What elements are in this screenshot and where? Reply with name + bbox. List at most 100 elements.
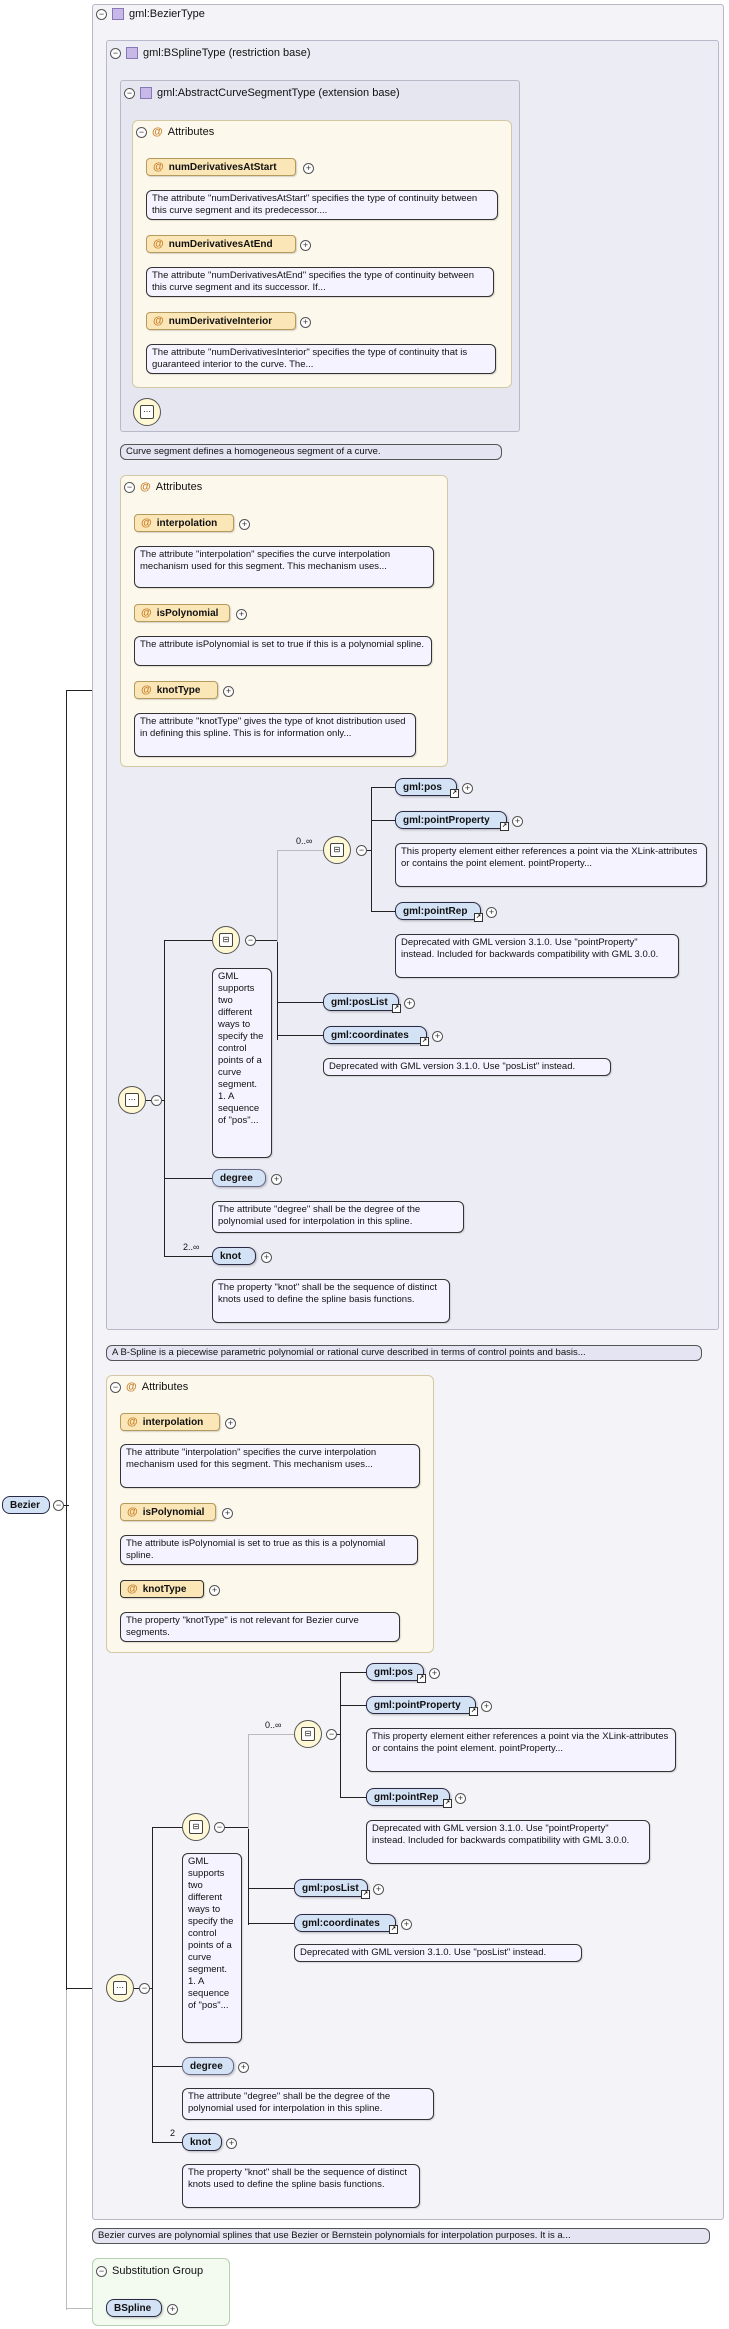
root-collapse-icon[interactable]: − — [53, 1500, 64, 1511]
attribute-isPolynomial[interactable]: @isPolynomial — [134, 604, 230, 622]
element-gml-pointProperty[interactable]: gml:pointProperty↗ — [395, 811, 509, 831]
attribute-icon: @ — [127, 1506, 138, 1518]
element-gml-posList[interactable]: gml:posList↗ — [323, 993, 401, 1013]
connector — [277, 1035, 323, 1036]
element-bspline[interactable]: BSpline — [106, 2299, 162, 2317]
element-name: gml:posList — [302, 1882, 359, 1894]
abstract-header: − gml:AbstractCurveSegmentType (extensio… — [124, 87, 400, 99]
collapse-icon[interactable]: − — [110, 1381, 121, 1393]
collapse-icon[interactable]: − — [96, 2265, 107, 2277]
choice-compositor-icon[interactable]: ⊟ — [212, 926, 240, 954]
attribute-interpolation[interactable]: @interpolation — [134, 514, 234, 532]
element-gml-posList[interactable]: gml:posList↗ — [294, 1879, 370, 1899]
attribute-knotType[interactable]: @knotType — [120, 1580, 204, 1598]
attribute-icon: @ — [141, 684, 152, 696]
attribute-interpolation[interactable]: @interpolation — [120, 1413, 220, 1431]
type-header: − gml:BezierType — [96, 8, 205, 20]
expand-icon[interactable]: + — [373, 1884, 384, 1895]
expand-icon[interactable]: + — [486, 907, 497, 918]
element-name: gml:pos — [374, 1666, 413, 1678]
choice-compositor-icon[interactable]: ⊟ — [294, 1720, 322, 1748]
expand-icon[interactable]: + — [404, 998, 415, 1009]
element-degree[interactable]: degree — [212, 1169, 266, 1187]
expand-icon[interactable]: + — [225, 1418, 236, 1429]
attribute-numDerivativeInterior[interactable]: @numDerivativeInterior — [146, 312, 296, 330]
choice-compositor-icon[interactable]: ⊟ — [323, 836, 351, 864]
collapse-icon[interactable]: − — [124, 87, 135, 99]
element-name: BSpline — [114, 2302, 152, 2314]
attribute-doc: The attribute "knotType" gives the type … — [134, 713, 416, 757]
root-label: Bezier — [10, 1499, 41, 1511]
expand-icon[interactable]: + — [512, 816, 523, 827]
type-doc: Bezier curves are polynomial splines tha… — [92, 2228, 710, 2244]
expand-icon[interactable]: + — [429, 1668, 440, 1679]
attribute-isPolynomial[interactable]: @isPolynomial — [120, 1503, 216, 1521]
expand-icon[interactable]: + — [271, 1174, 282, 1185]
expand-icon[interactable]: + — [455, 1793, 466, 1804]
connector — [248, 1888, 294, 1889]
collapse-icon[interactable]: − — [110, 47, 121, 59]
reference-icon: ↗ — [474, 913, 483, 922]
choice-compositor-icon[interactable]: ⊟ — [182, 1813, 210, 1841]
attribute-numDerivativesAtEnd[interactable]: @numDerivativesAtEnd — [146, 235, 296, 253]
collapse-icon[interactable]: − — [356, 845, 367, 856]
substitution-group-header: − Substitution Group — [96, 2265, 203, 2277]
type-title: gml:BezierType — [129, 8, 205, 20]
element-gml-pos[interactable]: gml:pos ↗ — [366, 1663, 426, 1683]
root-element-bezier[interactable]: Bezier — [2, 1496, 50, 1514]
collapse-icon[interactable]: − — [245, 935, 256, 946]
attribute-numDerivativesAtStart[interactable]: @numDerivativesAtStart — [146, 158, 296, 176]
element-gml-coordinates[interactable]: gml:coordinates ↗ — [294, 1914, 398, 1934]
expand-icon[interactable]: + — [303, 163, 314, 174]
expand-icon[interactable]: + — [462, 783, 473, 794]
collapse-icon[interactable]: − — [139, 1983, 150, 1994]
reference-icon: ↗ — [417, 1674, 426, 1683]
element-knot[interactable]: knot — [182, 2133, 222, 2151]
element-gml-coordinates[interactable]: gml:coordinates↗ — [323, 1026, 429, 1046]
element-gml-pointRep[interactable]: gml:pointRep↗ — [395, 902, 483, 922]
sequence-compositor-icon[interactable]: ⋯ — [118, 1086, 146, 1114]
element-degree[interactable]: degree — [182, 2057, 234, 2075]
expand-icon[interactable]: + — [209, 1585, 220, 1596]
reference-icon: ↗ — [389, 1925, 398, 1934]
expand-icon[interactable]: + — [238, 2062, 249, 2073]
attribute-doc: The attribute "numDerivativesAtEnd" spec… — [146, 267, 494, 297]
attribute-knotType[interactable]: @knotType — [134, 681, 218, 699]
element-doc: The attribute "degree" shall be the degr… — [212, 1201, 464, 1233]
expand-icon[interactable]: + — [432, 1031, 443, 1042]
collapse-icon[interactable]: − — [124, 481, 135, 493]
cardinality-label: 0..∞ — [265, 1720, 282, 1730]
element-gml-pointProperty[interactable]: gml:pointProperty↗ — [366, 1696, 478, 1716]
element-doc: Deprecated with GML version 3.1.0. Use "… — [366, 1820, 650, 1864]
expand-icon[interactable]: + — [236, 609, 247, 620]
collapse-icon[interactable]: − — [326, 1729, 337, 1740]
expand-icon[interactable]: + — [223, 686, 234, 697]
connector — [152, 1827, 182, 1828]
element-gml-pointRep[interactable]: gml:pointRep↗ — [366, 1788, 452, 1808]
collapse-icon[interactable]: − — [151, 1095, 162, 1106]
sequence-trunk — [164, 940, 165, 1257]
collapse-icon[interactable]: − — [96, 8, 107, 20]
attribute-name: numDerivativesAtStart — [168, 161, 277, 173]
sequence-compositor-icon[interactable]: ⋯ — [106, 1974, 134, 2002]
element-knot[interactable]: knot — [212, 1247, 256, 1265]
expand-icon[interactable]: + — [167, 2304, 178, 2315]
expand-icon[interactable]: + — [300, 240, 311, 251]
expand-icon[interactable]: + — [481, 1701, 492, 1712]
element-gml-pos[interactable]: gml:pos↗ — [395, 778, 459, 798]
expand-icon[interactable]: + — [300, 317, 311, 328]
element-name: gml:coordinates — [302, 1917, 380, 1929]
connector — [340, 1797, 366, 1798]
sequence-compositor-icon[interactable]: ⋯ — [133, 398, 161, 426]
element-name: knot — [190, 2136, 212, 2148]
expand-icon[interactable]: + — [401, 1919, 412, 1930]
reference-icon: ↗ — [450, 789, 459, 798]
expand-icon[interactable]: + — [261, 1252, 272, 1263]
element-doc: This property element either references … — [366, 1728, 676, 1772]
collapse-icon[interactable]: − — [214, 1822, 225, 1833]
expand-icon[interactable]: + — [222, 1508, 233, 1519]
collapse-icon[interactable]: − — [136, 126, 147, 138]
expand-icon[interactable]: + — [239, 519, 250, 530]
expand-icon[interactable]: + — [226, 2138, 237, 2149]
attribute-doc: The attribute "interpolation" specifies … — [120, 1444, 420, 1488]
